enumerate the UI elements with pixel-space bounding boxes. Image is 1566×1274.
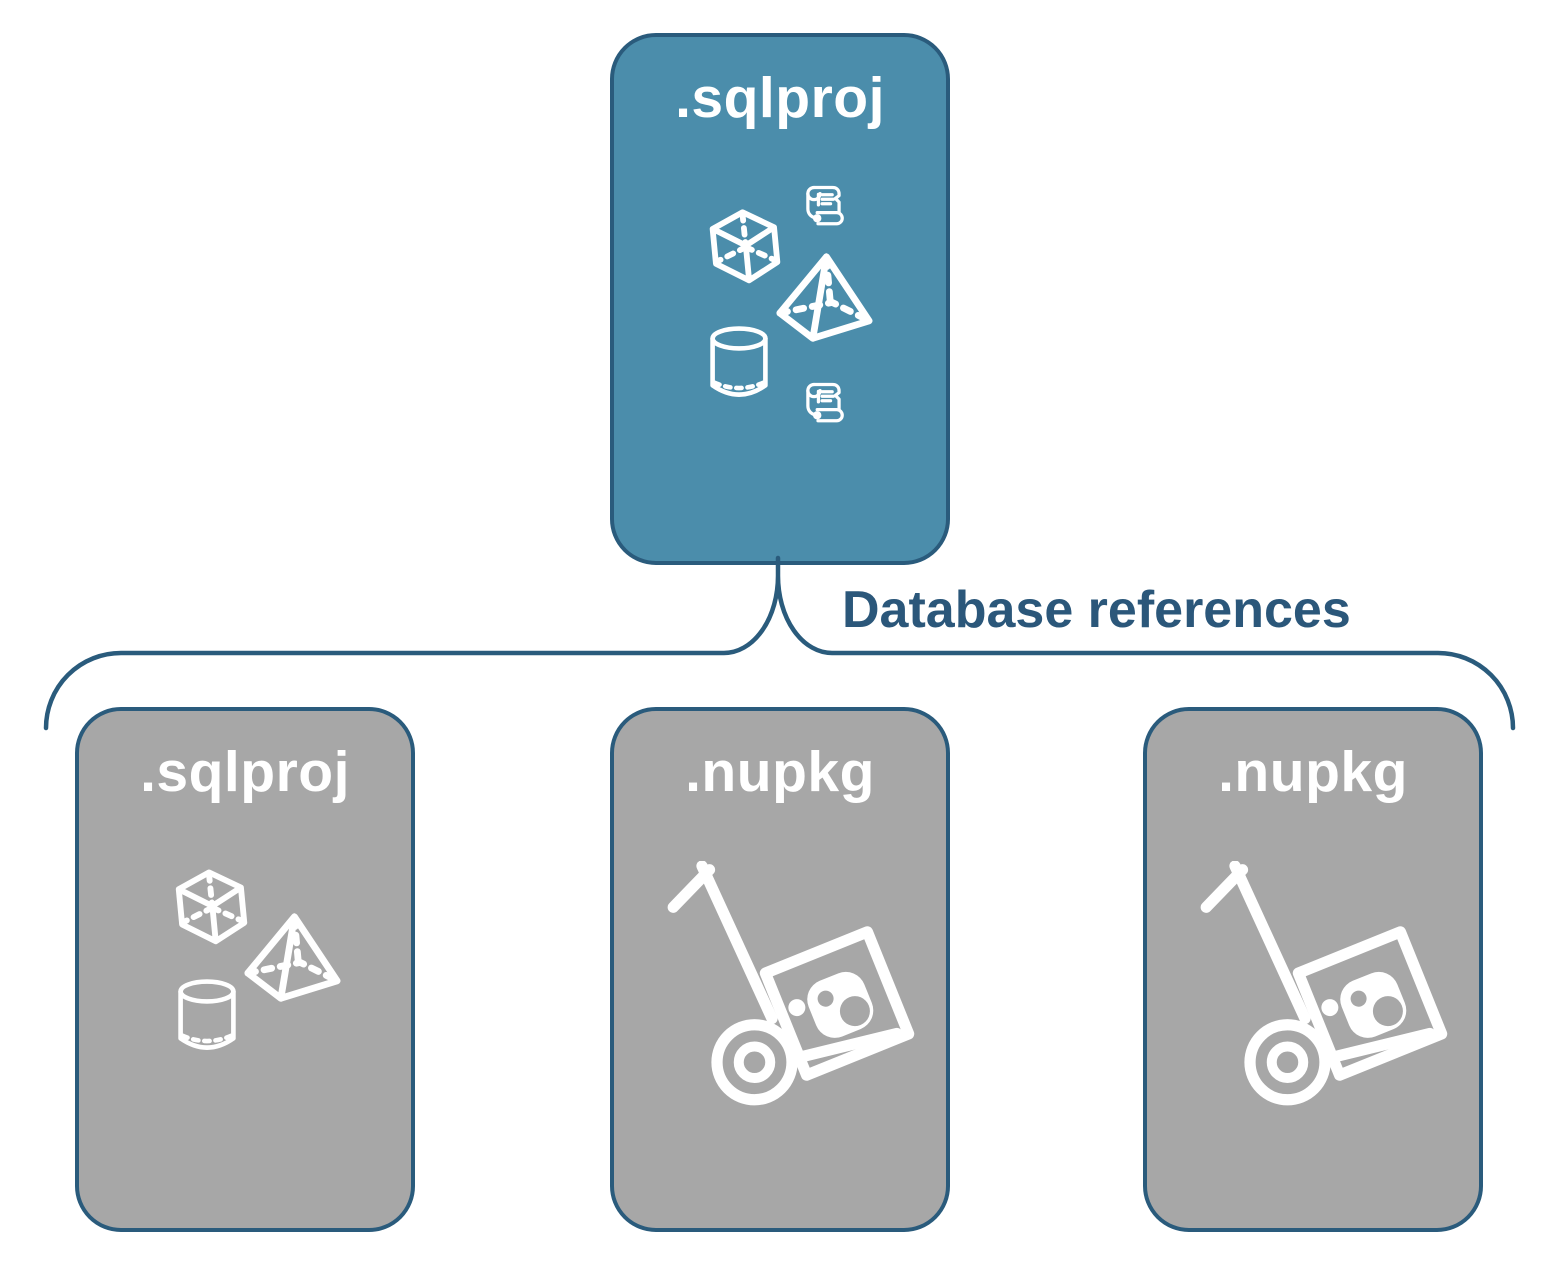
root-box-sqlproj: .sqlproj (610, 33, 950, 565)
child-box-title: .nupkg (685, 740, 875, 804)
sql-project-contents-icons (614, 185, 954, 423)
cylinder-icon (713, 329, 766, 395)
pyramid-icon (248, 917, 337, 998)
database-references-label: Database references (842, 581, 1351, 639)
child-box-title: .nupkg (1218, 740, 1408, 804)
script-scroll-icon (806, 382, 844, 423)
cube-icon (179, 872, 245, 941)
child-box-title: .sqlproj (140, 740, 350, 804)
script-scroll-icon (806, 185, 844, 226)
sql-project-contents-icons (79, 844, 419, 1084)
nuget-hand-truck-icon (667, 861, 917, 1111)
child-box-nupkg: .nupkg (610, 707, 950, 1232)
root-box-title: .sqlproj (675, 66, 885, 130)
pyramid-icon (780, 257, 869, 338)
child-box-sqlproj: .sqlproj (75, 707, 415, 1232)
child-box-nupkg: .nupkg (1143, 707, 1483, 1232)
cylinder-icon (181, 982, 234, 1048)
nuget-hand-truck-icon (1200, 861, 1450, 1111)
cube-icon (713, 212, 778, 280)
